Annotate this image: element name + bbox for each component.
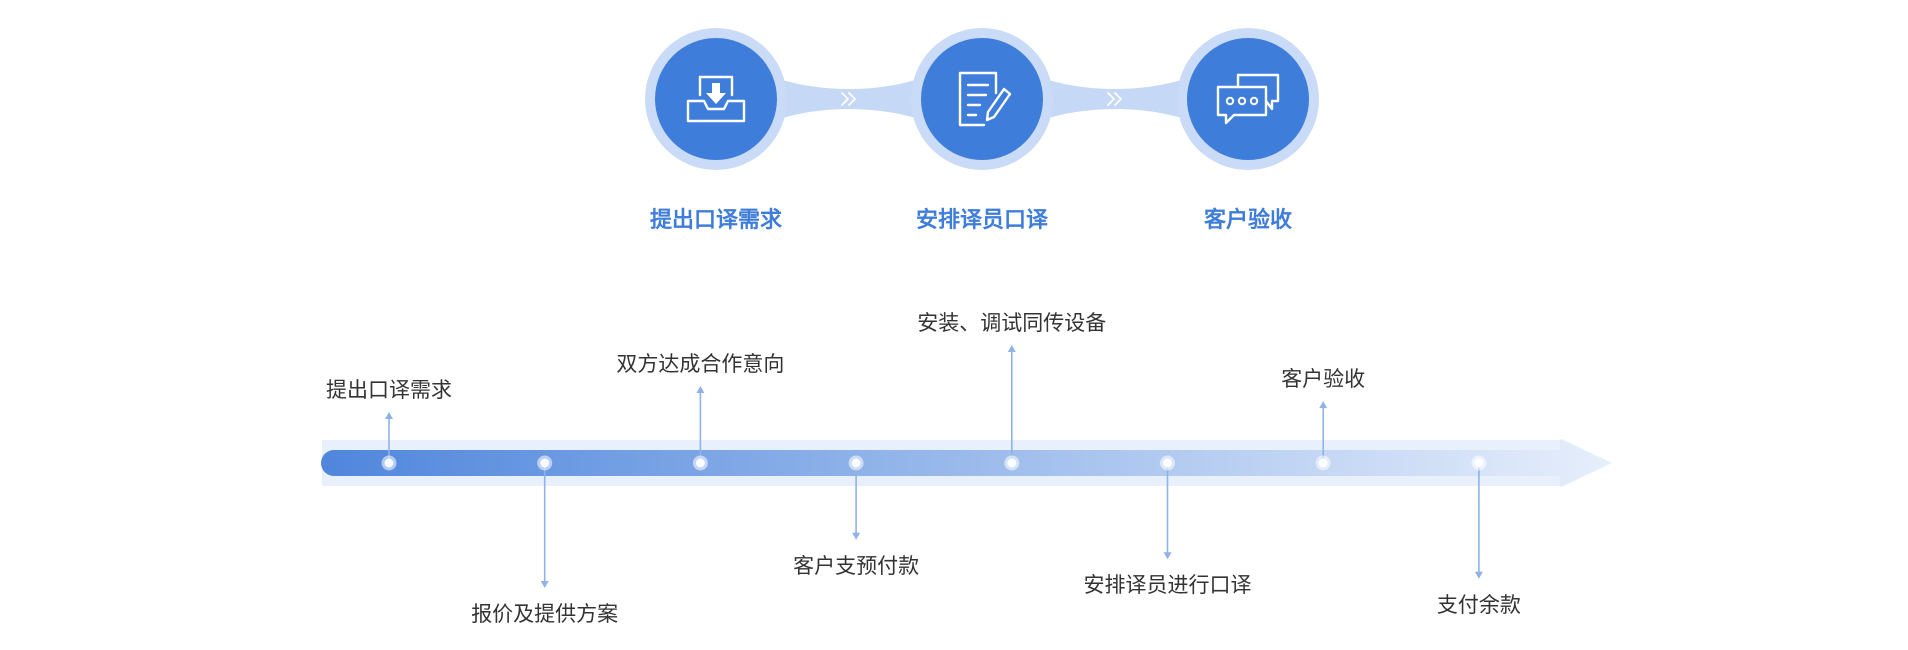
milestone-dot [1163, 458, 1172, 468]
step-connectors [773, 77, 1191, 121]
document-pen-icon [958, 71, 1012, 127]
icon-stroke [686, 99, 746, 123]
inbox-download-icon [686, 75, 746, 123]
milestone [1315, 401, 1331, 471]
arrowhead-icon [1007, 345, 1016, 352]
arrowhead-icon [1163, 552, 1172, 560]
arrow-down-icon [706, 83, 726, 104]
milestone-label: 安装、调试同传设备 [917, 311, 1107, 335]
arrowhead-icon [385, 411, 393, 419]
milestone [848, 455, 864, 540]
chat-bubbles-icon [1216, 73, 1280, 125]
milestone-dot [851, 458, 861, 468]
milestone-label: 双方达成合作意向 [616, 352, 785, 377]
process-step [1177, 28, 1319, 170]
chevron-icon [848, 92, 856, 106]
icon-stroke [958, 71, 998, 127]
process-step [645, 28, 787, 170]
timeline-track [321, 439, 1612, 487]
milestone [381, 411, 397, 471]
arrowhead-icon [540, 581, 549, 588]
process-steps [645, 28, 1319, 170]
step-label: 安排译员口译 [915, 208, 1049, 233]
milestone-label: 提出口译需求 [326, 377, 452, 402]
arrowhead-icon [1474, 571, 1483, 579]
step-label: 提出口译需求 [649, 208, 783, 233]
icon-stroke [1236, 73, 1280, 111]
milestone-dot [1318, 458, 1328, 468]
icon-stroke [698, 75, 734, 97]
timeline-milestones [381, 345, 1487, 588]
milestone-dot [540, 458, 550, 468]
arrowhead-icon [696, 386, 705, 394]
double-chevron-icon [1107, 92, 1122, 106]
milestone [692, 386, 708, 471]
icon-stroke [1216, 85, 1268, 125]
connector-band [1039, 77, 1191, 121]
dot-icon [1237, 96, 1247, 106]
step-label: 客户验收 [1203, 208, 1293, 233]
milestone-label: 报价及提供方案 [471, 602, 619, 626]
step-circle [1187, 38, 1309, 160]
milestone-dot [1474, 458, 1484, 468]
chevron-icon [841, 92, 849, 106]
milestone [1004, 345, 1020, 471]
connector-band [773, 77, 925, 121]
arrowhead-icon [852, 532, 861, 540]
arrowhead-icon [1319, 401, 1328, 409]
milestone-dot [1007, 458, 1017, 468]
milestone [1160, 455, 1175, 560]
chevron-icon [1107, 92, 1115, 106]
milestone [1471, 455, 1487, 579]
milestone-label: 客户验收 [1281, 367, 1366, 392]
milestone-label: 支付余款 [1436, 592, 1521, 617]
milestone [537, 455, 553, 588]
double-chevron-icon [841, 92, 856, 106]
milestone-label: 安排译员进行口译 [1083, 573, 1252, 598]
pen-icon [985, 87, 1012, 122]
dot-icon [1249, 96, 1259, 106]
process-step [911, 28, 1053, 170]
timeline-arrow [321, 439, 1608, 487]
milestone-dot [384, 458, 394, 468]
milestone-dot [695, 458, 705, 468]
dot-icon [1225, 96, 1235, 106]
chevron-icon [1114, 92, 1122, 106]
icon-lines [966, 83, 990, 117]
step-circle [921, 38, 1043, 160]
milestone-label: 客户支预付款 [793, 553, 920, 578]
